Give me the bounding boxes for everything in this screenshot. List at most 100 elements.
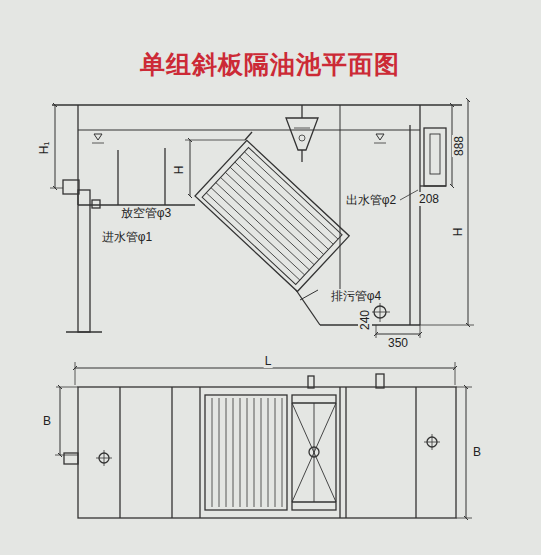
drawing-stroke bbox=[456, 387, 472, 388]
drawing-stroke bbox=[230, 167, 324, 254]
drawing-stroke bbox=[240, 157, 334, 244]
pipe-stub bbox=[308, 376, 314, 388]
drawing-stroke bbox=[94, 134, 102, 140]
drawing-stroke bbox=[301, 150, 302, 162]
drawing-stroke bbox=[164, 148, 165, 205]
drawing-stroke bbox=[202, 147, 342, 284]
drawing-stroke bbox=[376, 134, 384, 140]
drawing-stroke bbox=[282, 398, 283, 507]
drawing-stroke bbox=[190, 140, 191, 196]
title: 单组斜板隔油池平面图 bbox=[140, 48, 400, 81]
inlet-pipe bbox=[78, 190, 90, 332]
drawing-stroke bbox=[420, 325, 474, 326]
drawing-stroke bbox=[219, 398, 220, 507]
drawing-stroke bbox=[195, 140, 349, 291]
dimension-label: B bbox=[472, 445, 482, 459]
outlet-box bbox=[424, 128, 446, 186]
drawing-stroke bbox=[376, 325, 377, 338]
drawing-stroke bbox=[117, 150, 118, 205]
drawing-stroke bbox=[261, 398, 262, 507]
dimension-label: H₁ bbox=[37, 141, 51, 156]
drawing-stroke bbox=[55, 105, 56, 188]
dimension-label: 排污管φ4 bbox=[330, 289, 382, 303]
drawing-stroke bbox=[244, 152, 338, 239]
drawing-stroke bbox=[380, 302, 381, 322]
drawing-stroke bbox=[456, 518, 472, 519]
drawing-stroke bbox=[340, 105, 341, 300]
drawing-stroke bbox=[400, 190, 418, 200]
drawing-stroke bbox=[419, 105, 420, 325]
drawing-stroke bbox=[233, 398, 234, 507]
drawing-stroke bbox=[455, 362, 456, 385]
drawing-stroke bbox=[268, 398, 269, 507]
drawing-stroke bbox=[309, 447, 319, 457]
drain-valve bbox=[92, 200, 100, 208]
drawing-stroke bbox=[171, 387, 172, 518]
elevation-view bbox=[50, 100, 474, 338]
water-level bbox=[78, 130, 420, 131]
drawing-stroke bbox=[345, 387, 346, 518]
drawing-stroke bbox=[55, 455, 78, 456]
dimension-label: 放空管φ3 bbox=[120, 206, 172, 220]
plate-pack-plan bbox=[205, 395, 287, 510]
dimension-label: 出水管φ2 bbox=[345, 193, 397, 207]
dimension-label: 350 bbox=[387, 336, 409, 350]
drawing-stroke bbox=[420, 325, 421, 338]
drawing-stroke bbox=[199, 387, 200, 518]
drawing-stroke bbox=[60, 387, 61, 455]
drawing-stroke bbox=[50, 188, 63, 189]
drawing-stroke bbox=[104, 450, 105, 466]
drawing-stroke bbox=[78, 387, 456, 518]
drawing-stroke bbox=[430, 134, 440, 174]
dimension-label: H bbox=[451, 227, 465, 238]
dimension-label: H bbox=[172, 165, 186, 176]
drawing-stroke bbox=[247, 398, 248, 507]
drawing-stroke bbox=[56, 387, 78, 388]
drawing-stroke bbox=[432, 434, 433, 450]
inlet-box bbox=[63, 180, 79, 194]
drawing-stroke bbox=[301, 105, 302, 118]
dimension-label: 进水管φ1 bbox=[101, 230, 153, 244]
drawing-stroke bbox=[225, 172, 319, 259]
drawing-stroke bbox=[468, 100, 469, 325]
drawing-stroke bbox=[314, 403, 315, 502]
drawing-stroke bbox=[296, 290, 320, 325]
drawing-stroke bbox=[409, 125, 410, 325]
drawing-stroke bbox=[415, 387, 416, 518]
drawing-stroke bbox=[299, 135, 305, 141]
inclined-plate-pack bbox=[195, 140, 349, 291]
drawing-stroke bbox=[119, 387, 120, 518]
oil-skimmer bbox=[286, 105, 318, 162]
drawing-stroke bbox=[226, 398, 227, 507]
drawing-stroke bbox=[420, 185, 446, 186]
drawing-stroke bbox=[466, 387, 467, 518]
drawing-stroke bbox=[275, 398, 276, 507]
drawing-stroke bbox=[216, 183, 310, 270]
pipe-stub bbox=[376, 374, 384, 388]
drawing-stroke bbox=[235, 162, 329, 249]
drawing-stroke bbox=[292, 403, 336, 502]
drawing-stroke bbox=[376, 334, 420, 335]
drawing-stroke bbox=[185, 140, 245, 141]
dimension-label: 240 bbox=[358, 309, 372, 331]
drawing-stroke bbox=[75, 362, 76, 385]
drawing-stroke bbox=[374, 143, 386, 144]
skimmer-plan bbox=[292, 395, 336, 510]
dimension-label: L bbox=[264, 354, 273, 368]
drawing-stroke bbox=[245, 132, 252, 140]
drawing-stroke bbox=[206, 193, 300, 280]
plan-view bbox=[55, 362, 472, 518]
drawing-stroke bbox=[339, 387, 340, 518]
dimension-label: B bbox=[42, 414, 52, 428]
drawing-stroke bbox=[240, 398, 241, 507]
drawing-stroke bbox=[300, 290, 318, 300]
drawing-stroke bbox=[292, 403, 336, 502]
drawing-stroke bbox=[221, 177, 315, 264]
drawing-stroke bbox=[294, 128, 310, 129]
drawing-stroke bbox=[92, 143, 104, 144]
dimension-label: 888 bbox=[452, 135, 466, 157]
drawing-stroke bbox=[66, 331, 102, 332]
dimension-label: 208 bbox=[418, 192, 440, 206]
